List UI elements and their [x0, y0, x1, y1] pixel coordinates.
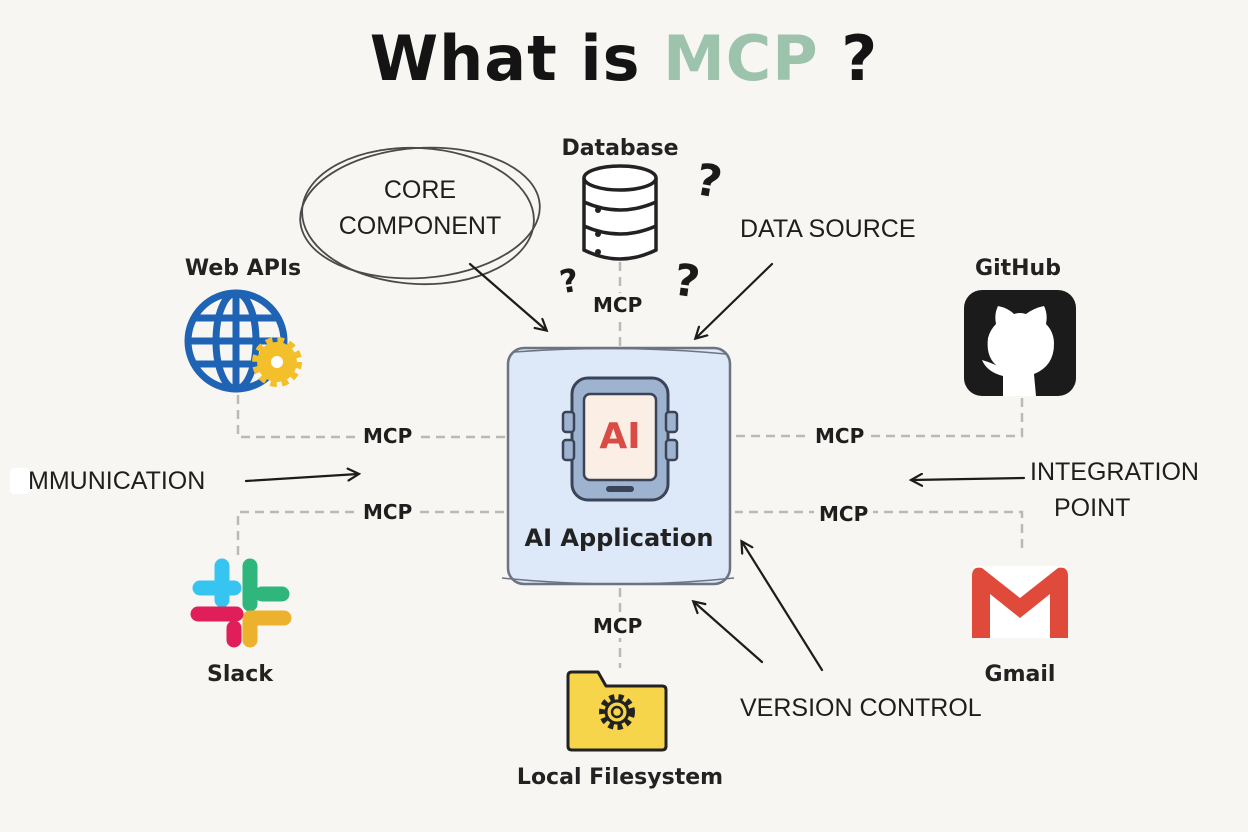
data-source-annotation: DATA SOURCE: [740, 215, 916, 243]
filesystem-label: Local Filesystem: [516, 765, 724, 790]
ai-application-label: AI Application: [524, 524, 714, 552]
core-component-annotation: CORE COMPONENT: [320, 172, 520, 244]
globe-icon: [184, 289, 288, 393]
arrow-core-component: [468, 262, 546, 330]
annotation-arrows: [244, 262, 1026, 672]
arrow-version-control-2: [694, 602, 764, 664]
core-annotation-line1: CORE: [383, 176, 457, 204]
title-prefix: What is: [369, 22, 664, 95]
gear-icon: [252, 337, 302, 387]
connector-github: [735, 398, 1024, 438]
gmail-label: Gmail: [984, 662, 1056, 687]
ai-icon-text: AI: [599, 416, 641, 457]
page-title: What is MCP ?: [0, 22, 1248, 95]
arrow-integration: [912, 478, 1026, 480]
arrow-version-control-1: [742, 542, 824, 672]
web-apis-label: Web APIs: [184, 256, 302, 281]
database-icon: [582, 164, 658, 261]
mcp-label-gmail: MCP: [814, 502, 874, 526]
ai-tablet-icon: [561, 376, 679, 502]
mcp-label-slack: MCP: [358, 500, 418, 524]
github-icon: [964, 290, 1076, 396]
connector-gmail: [735, 510, 1024, 548]
arrow-communication: [244, 474, 358, 483]
slack-label: Slack: [207, 662, 273, 687]
integration-annotation-line2: POINT: [1054, 494, 1131, 522]
gmail-icon: [972, 566, 1068, 638]
slack-icon: [190, 558, 292, 648]
github-label: GitHub: [975, 256, 1061, 281]
communication-annotation: MMUNICATION: [28, 467, 206, 495]
mcp-label-github: MCP: [810, 424, 870, 448]
folder-icon: [566, 670, 668, 752]
mcp-label-top: MCP: [588, 293, 648, 317]
core-component-circle: [299, 146, 541, 286]
version-control-annotation: VERSION CONTROL: [740, 694, 982, 722]
database-label: Database: [561, 136, 679, 161]
core-annotation-line2: COMPONENT: [338, 212, 502, 240]
arrow-data-source: [696, 262, 774, 338]
mcp-label-bottom: MCP: [588, 614, 648, 638]
title-accent: MCP: [663, 22, 819, 95]
communication-smudge: [10, 468, 30, 494]
integration-annotation-line1: INTEGRATION: [1030, 458, 1199, 486]
title-suffix: ?: [818, 22, 879, 95]
integration-point-annotation: INTEGRATION POINT: [1030, 454, 1230, 526]
mcp-label-web-apis: MCP: [358, 424, 418, 448]
